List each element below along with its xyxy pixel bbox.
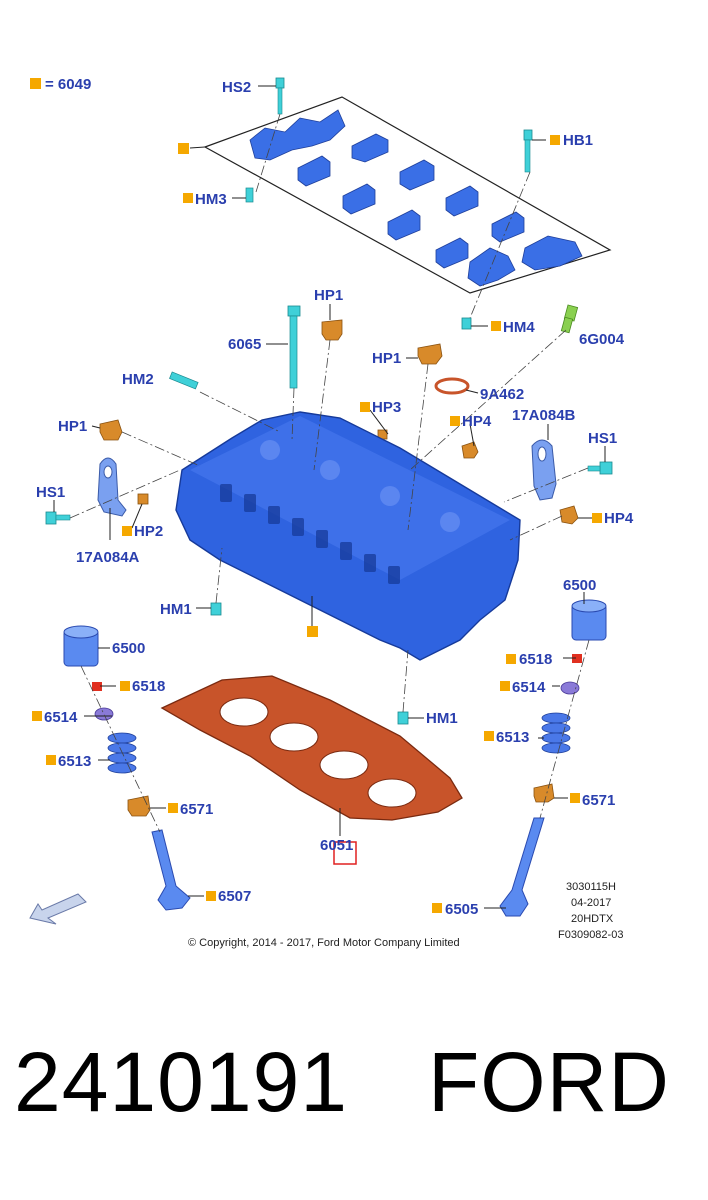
bearing-cap-tray	[178, 96, 612, 294]
cylinder-head	[175, 411, 521, 661]
label-hm4: HM4	[503, 319, 535, 336]
label-6505: 6505	[445, 901, 478, 918]
label-hp2: HP2	[134, 523, 163, 540]
legend: = 6049	[30, 76, 91, 93]
view-direction-arrow-icon	[29, 893, 87, 925]
gasket-highlight-box	[333, 841, 357, 865]
callout-markers	[32, 135, 602, 913]
label-hp4-right: HP4	[604, 510, 634, 527]
retainer-6514-right	[560, 681, 580, 695]
svg-text:F0309082-03: F0309082-03	[558, 929, 623, 941]
guide-6571-left	[127, 795, 151, 817]
footer-brand: FORD	[428, 1035, 670, 1129]
legend-text: = 6049	[45, 76, 91, 93]
label-hp1-mid: HP1	[372, 350, 401, 367]
plug-hp2	[137, 493, 149, 505]
seal-6518-right	[572, 654, 582, 663]
bolt-hm4	[461, 317, 472, 330]
head-marker	[307, 626, 318, 637]
bolt-hs1-left	[45, 511, 71, 525]
exploded-parts-diagram: = 6049	[29, 76, 634, 949]
label-6514-right: 6514	[512, 679, 546, 696]
label-hm1-left: HM1	[160, 601, 192, 618]
callout-labels: HS2 HB1 HM3 HM4 HP1 6065 6G004 HM2 HP1 9…	[36, 79, 634, 918]
plug-hp4-right	[559, 505, 579, 525]
spring-6513-left	[107, 732, 137, 774]
label-6518-right: 6518	[519, 651, 552, 668]
label-hm2: HM2	[122, 371, 154, 388]
label-17a084a: 17A084A	[76, 549, 140, 566]
plug-hp1-mid	[417, 343, 443, 365]
dowel-hm1-left	[210, 602, 222, 616]
pin-hm2	[169, 371, 199, 390]
retainer-6514-left	[94, 707, 114, 721]
sensor-6g004	[560, 304, 579, 334]
svg-text:3030115H: 3030115H	[566, 881, 616, 893]
svg-text:20HDTX: 20HDTX	[571, 913, 614, 925]
label-6518-left: 6518	[132, 678, 165, 695]
valve-train-left	[63, 625, 191, 911]
label-17a084b: 17A084B	[512, 407, 576, 424]
label-6571-right: 6571	[582, 792, 615, 809]
label-6g004: 6G004	[579, 331, 625, 348]
label-hs1-right: HS1	[588, 430, 617, 447]
bolt-hs2	[275, 77, 285, 115]
plug-hp4-mid	[461, 441, 479, 459]
drawing-info-block: 3030115H 04-2017 20HDTX F0309082-03	[558, 881, 623, 941]
label-hm1-bottom: HM1	[426, 710, 458, 727]
label-hs1-left: HS1	[36, 484, 65, 501]
seal-9a462	[434, 377, 470, 395]
lifting-eye-17a084b	[531, 439, 557, 501]
head-bolt-6065	[287, 305, 301, 389]
label-6051: 6051	[320, 837, 353, 854]
tray-marker	[178, 143, 189, 154]
guide-6571-right	[533, 783, 555, 803]
label-hp3: HP3	[372, 399, 401, 416]
valve-6505	[499, 817, 545, 917]
label-6514-left: 6514	[44, 709, 78, 726]
head-gasket-6051	[160, 675, 463, 821]
label-6571-left: 6571	[180, 801, 213, 818]
center-lines	[69, 113, 590, 833]
plug-hp1-left	[99, 419, 123, 441]
label-hp1-top: HP1	[314, 287, 343, 304]
bolt-hs1-right	[587, 461, 613, 475]
label-hp4-mid: HP4	[462, 413, 492, 430]
label-6500-left: 6500	[112, 640, 145, 657]
bolt-hb1	[523, 129, 533, 173]
spring-6513-right	[541, 712, 571, 754]
svg-text:04-2017: 04-2017	[571, 897, 611, 909]
label-6513-right: 6513	[496, 729, 529, 746]
footer-part-number: 2410191	[14, 1035, 349, 1129]
plug-hp1-top	[321, 319, 343, 341]
lifting-eye-17a084a	[97, 457, 127, 517]
label-6065: 6065	[228, 336, 261, 353]
seal-6518-left	[92, 682, 102, 691]
dowel-hm1-bottom	[397, 711, 409, 725]
bolt-hm3	[245, 187, 254, 203]
tappet-6500-left	[63, 625, 99, 667]
legend-marker	[30, 78, 41, 89]
label-9a462: 9A462	[480, 386, 524, 403]
valve-train-right	[499, 599, 607, 917]
label-6500-right: 6500	[563, 577, 596, 594]
copyright-notice: © Copyright, 2014 - 2017, Ford Motor Com…	[188, 937, 460, 949]
label-hp1-left: HP1	[58, 418, 87, 435]
label-6513-left: 6513	[58, 753, 91, 770]
label-6507: 6507	[218, 888, 251, 905]
leader-lines	[53, 85, 606, 909]
label-hs2: HS2	[222, 79, 251, 96]
label-hb1: HB1	[563, 132, 593, 149]
label-hm3: HM3	[195, 191, 227, 208]
valve-6507	[151, 829, 191, 911]
tappet-6500-right	[571, 599, 607, 641]
